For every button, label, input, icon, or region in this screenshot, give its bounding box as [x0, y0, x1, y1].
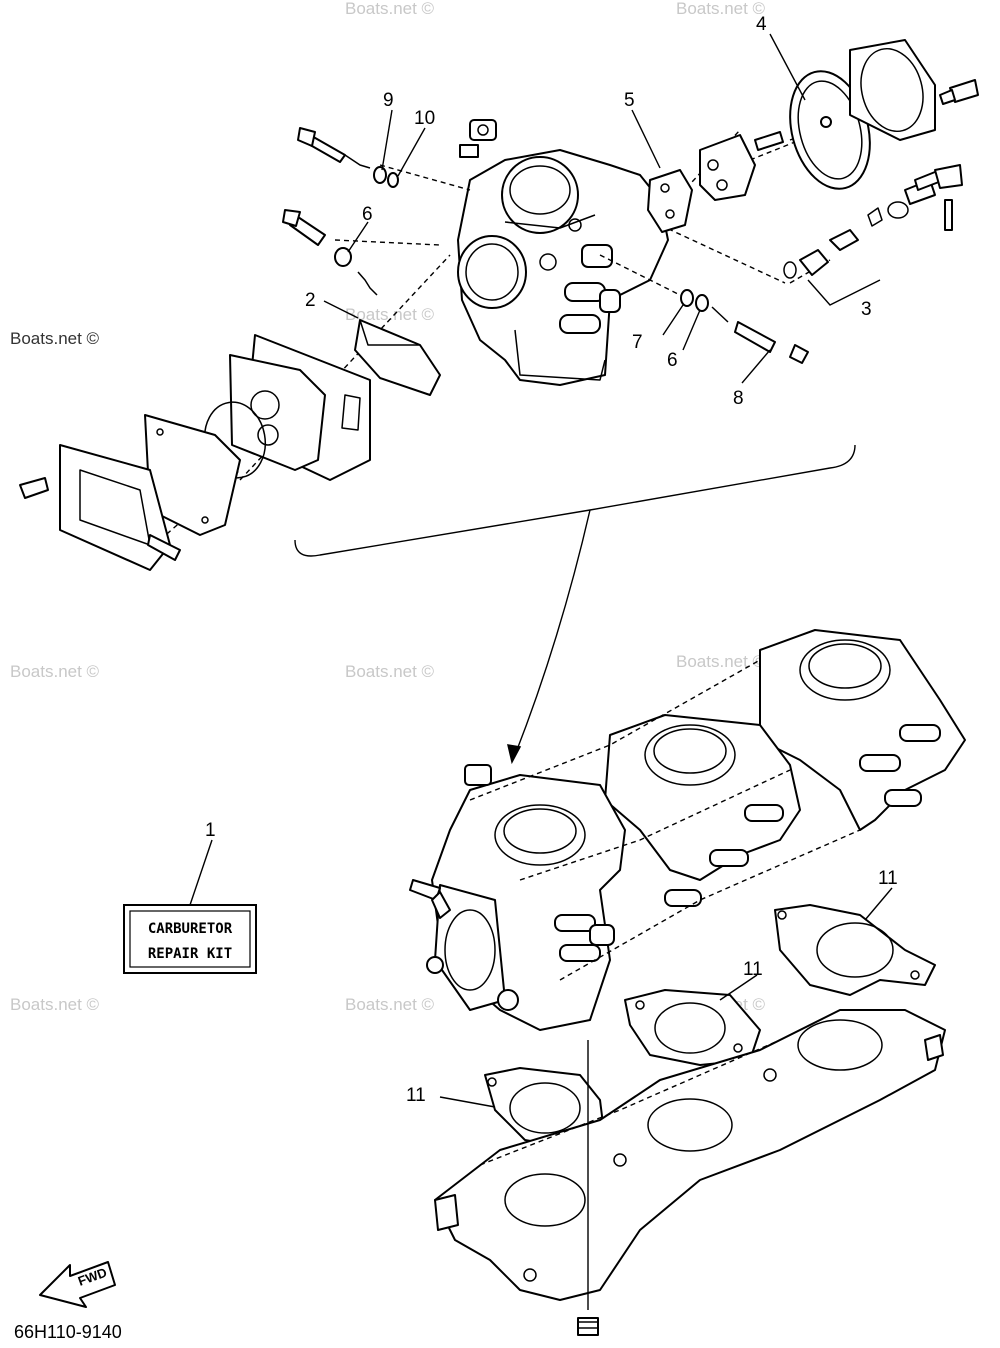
triple-carburetor-assembly [409, 629, 966, 1031]
intake-manifold [434, 1009, 946, 1301]
pump-cover [699, 131, 784, 201]
watermark: Boats.net © [10, 662, 100, 681]
callout-6-left: 6 [362, 204, 373, 225]
part-2-gasket [354, 319, 441, 396]
callout-3: 3 [861, 299, 872, 320]
leader-lines [189, 33, 893, 1108]
watermark: Boats.net © [345, 995, 435, 1014]
callout-numbers: 4 5 9 10 6 2 3 7 6 8 1 11 11 11 [205, 14, 898, 1106]
part-6-left [282, 209, 378, 296]
accelerator-pump-cover-stack [19, 334, 371, 571]
assembly-bracket [294, 444, 856, 765]
part-5-plate [647, 169, 693, 233]
watermark: Boats.net © [345, 0, 435, 18]
watermark: Boats.net © [345, 305, 435, 324]
callout-1: 1 [205, 820, 216, 841]
callout-11-right: 11 [878, 868, 898, 889]
part-4-diaphragm [789, 39, 979, 190]
watermark: Boats.net © [10, 329, 100, 348]
watermark: Boats.net © [10, 995, 100, 1014]
diagram-code: 66H110-9140 [14, 1322, 122, 1342]
callout-6-right: 6 [667, 350, 678, 371]
callout-7: 7 [632, 332, 643, 353]
kit-label-line1: CARBURETOR [148, 921, 233, 937]
watermark: Boats.net © [345, 662, 435, 681]
callout-4: 4 [756, 14, 767, 35]
watermark: Boats.net © [676, 652, 766, 671]
kit-label-line2: REPAIR KIT [148, 946, 232, 962]
manifold-bolt [577, 1040, 599, 1336]
callout-9: 9 [383, 90, 394, 111]
callout-8: 8 [733, 388, 744, 409]
carburetor-repair-kit-label: CARBURETOR REPAIR KIT [123, 904, 257, 974]
callout-5: 5 [624, 90, 635, 111]
callout-11-middle: 11 [743, 959, 763, 980]
part-9-10-screw [297, 127, 399, 188]
callout-11-left: 11 [406, 1085, 426, 1106]
forward-arrow: FWD [39, 1261, 116, 1308]
watermark: Boats.net © [676, 0, 766, 18]
callout-2: 2 [305, 290, 316, 311]
callout-10: 10 [414, 108, 435, 129]
single-carburetor-body [457, 119, 669, 386]
part-3-fittings [783, 164, 963, 306]
part-7-6-8 [680, 289, 809, 364]
